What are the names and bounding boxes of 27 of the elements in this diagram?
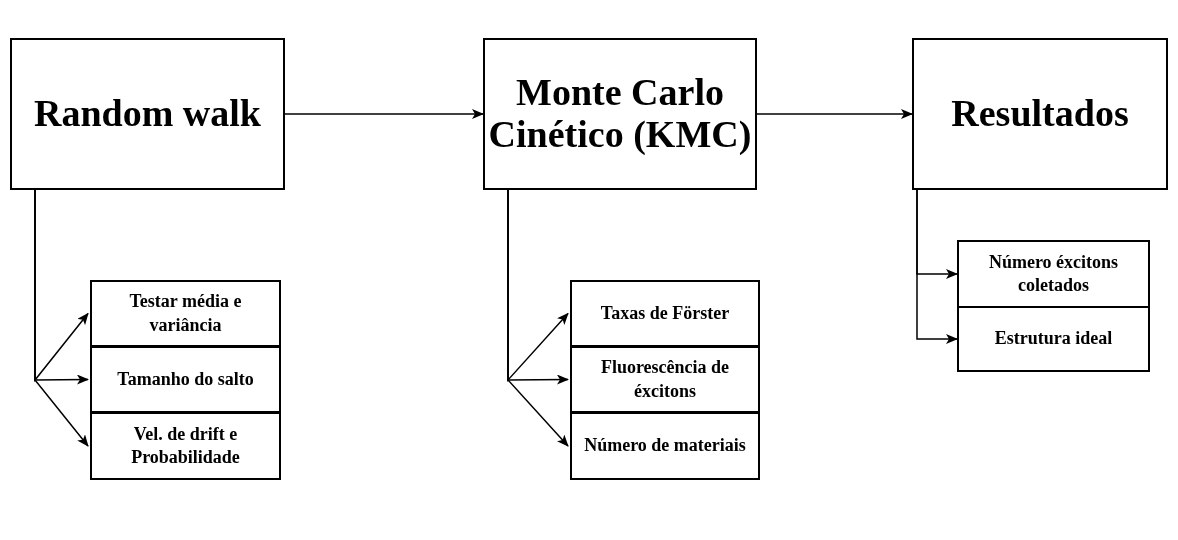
process-box [483, 38, 757, 190]
arrow [284, 109, 484, 119]
arrow [756, 109, 913, 119]
sub-box [570, 346, 760, 413]
arrow [507, 189, 569, 447]
sub-box [570, 280, 760, 347]
sub-box [570, 412, 760, 480]
arrow [916, 189, 958, 344]
box-label: Resultados [951, 93, 1129, 135]
box-label: Número éxcitons coletados [987, 250, 1120, 297]
process-box [912, 38, 1168, 190]
box-label: Monte Carlo Cinético (KMC) [487, 72, 753, 156]
process-box [10, 38, 285, 190]
sub-box [90, 346, 281, 413]
sub-box [957, 306, 1150, 372]
arrow [34, 189, 89, 447]
sub-box [90, 280, 281, 347]
box-label: Estrutura ideal [994, 327, 1113, 351]
box-label: Testar média e variância [128, 290, 243, 337]
box-label: Fluorescência de éxcitons [599, 356, 731, 403]
box-label: Taxas de Förster [600, 301, 730, 325]
box-label: Vel. de drift e Probabilidade [130, 422, 241, 469]
box-label: Número de materiais [584, 434, 746, 458]
sub-box [957, 240, 1150, 308]
sub-box [90, 412, 281, 480]
box-label: Random walk [34, 93, 261, 135]
box-label: Tamanho do salto [117, 367, 254, 391]
